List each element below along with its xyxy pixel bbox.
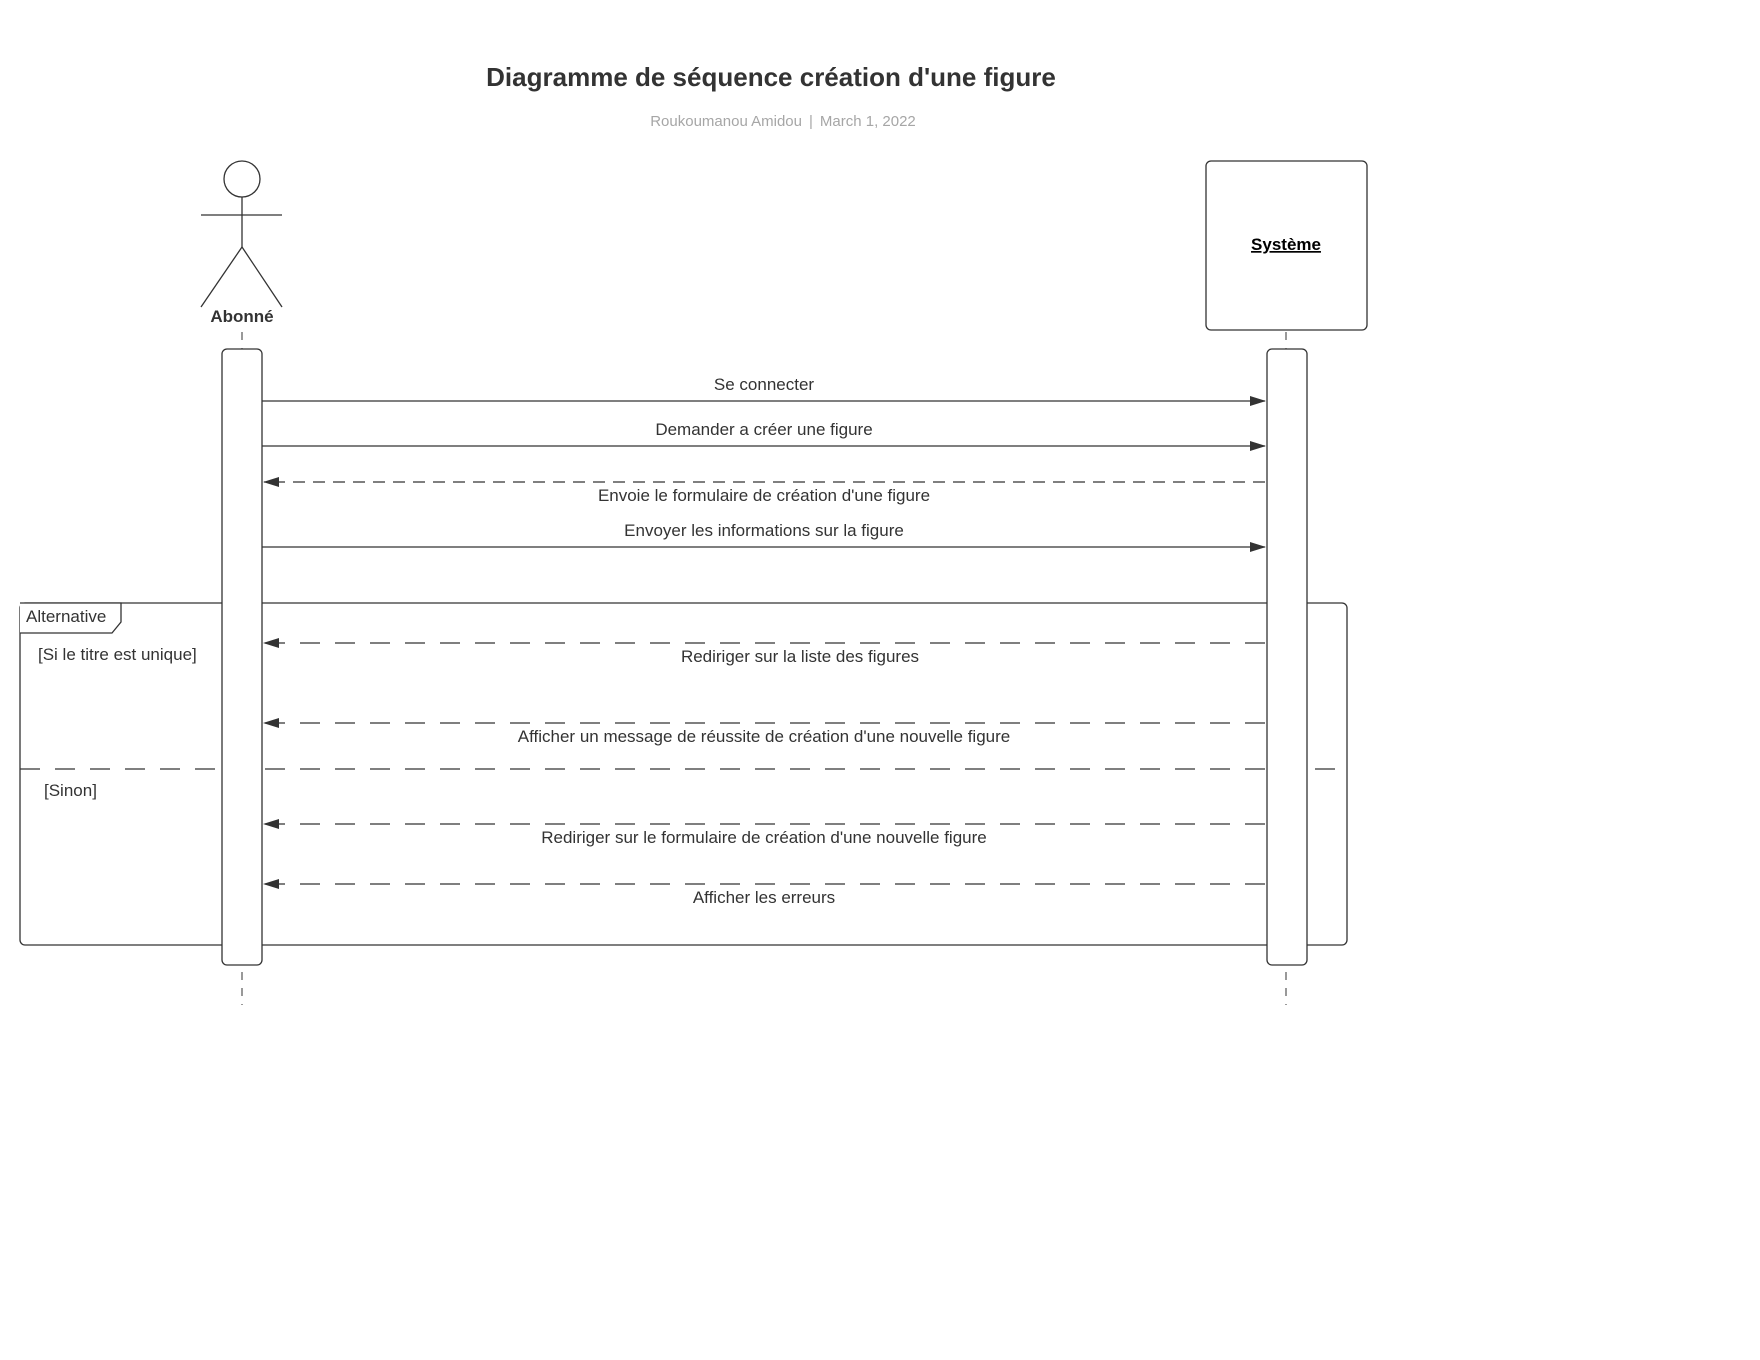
message-label: Rediriger sur la liste des figures bbox=[681, 647, 919, 666]
actor-label: Abonné bbox=[210, 307, 273, 326]
system-label: Système bbox=[1251, 235, 1321, 254]
message-label: Envoyer les informations sur la figure bbox=[624, 521, 904, 540]
diagram-title: Diagramme de séquence création d'une fig… bbox=[486, 62, 1056, 92]
alt-frame bbox=[19, 602, 1348, 946]
message-label: Afficher les erreurs bbox=[693, 888, 835, 907]
message-label: Demander a créer une figure bbox=[655, 420, 872, 439]
diagram-subtitle: Roukoumanou Amidou | March 1, 2022 bbox=[0, 113, 1566, 130]
message-label: Afficher un message de réussite de créat… bbox=[518, 727, 1010, 746]
guard-if: [Si le titre est unique] bbox=[38, 645, 197, 664]
guard-else: [Sinon] bbox=[44, 781, 97, 800]
message-label: Se connecter bbox=[714, 375, 815, 394]
alt-frame-label: Alternative bbox=[26, 607, 106, 626]
actor-activation-bar bbox=[221, 348, 263, 966]
diagram-date: March 1, 2022 bbox=[819, 113, 916, 130]
message-label: Rediriger sur le formulaire de création … bbox=[541, 828, 987, 847]
author-name: Roukoumanou Amidou bbox=[650, 113, 802, 130]
subtitle-separator: | bbox=[808, 113, 813, 130]
alt-frame-tab bbox=[20, 602, 122, 634]
actor-stick-figure-icon[interactable] bbox=[200, 160, 283, 308]
system-activation-bar bbox=[1266, 348, 1308, 966]
message-label: Envoie le formulaire de création d'une f… bbox=[598, 486, 930, 505]
system-object-box[interactable] bbox=[1205, 160, 1368, 331]
